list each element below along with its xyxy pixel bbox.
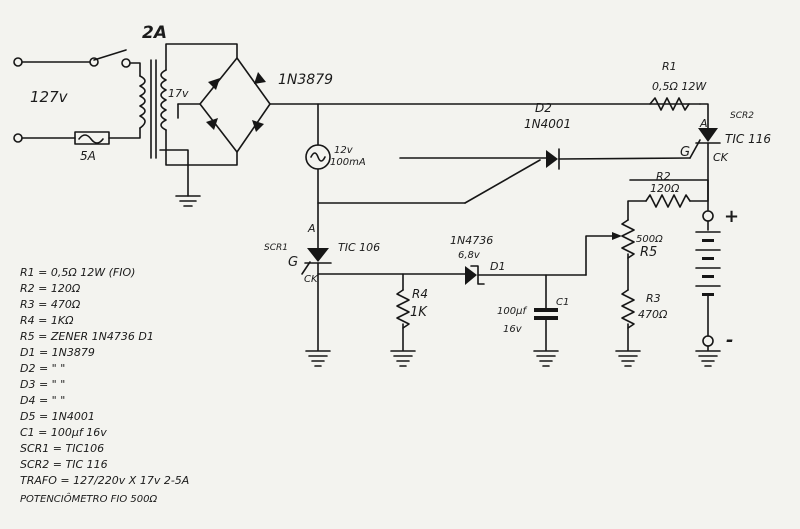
parts-list-item: R1 = 0,5Ω 12W (FIO): [20, 266, 135, 279]
r5-potentiometer: [612, 219, 635, 259]
parts-list-item: SCR1 = TIC106: [20, 442, 104, 455]
scr1-part-label: TIC 106: [338, 241, 380, 254]
parts-list-item: R3 = 470Ω: [20, 298, 81, 311]
battery-minus-label: -: [726, 330, 733, 351]
current-label: 2A: [142, 23, 167, 43]
r2-resistor: [645, 194, 691, 208]
parts-list-item: R4 = 1KΩ: [20, 314, 74, 327]
parts-list-item: D4 = " ": [20, 394, 65, 407]
parts-list-item: R2 = 120Ω: [20, 282, 81, 295]
battery: [695, 210, 721, 351]
parts-list: R1 = 0,5Ω 12W (FIO) R2 = 120Ω R3 = 470Ω …: [20, 266, 189, 505]
zener-d1: [465, 265, 587, 285]
c1-value-label: 100μf: [497, 306, 527, 317]
d2-part-label: 1N4001: [524, 117, 571, 131]
switch-contact: [89, 57, 99, 67]
r4-ref-label: R4: [412, 287, 428, 301]
transformer: [139, 43, 238, 207]
parts-list-item: D3 = " ": [20, 378, 65, 391]
r4-resistor: [396, 289, 410, 329]
d1-ref-label: D1: [490, 260, 505, 273]
switch-lever: [93, 49, 127, 61]
parts-list-item: D1 = 1N3879: [20, 346, 95, 359]
r5-ref-label: R5: [640, 245, 657, 260]
r1-value-label: 0,5Ω 12W: [652, 80, 707, 93]
r3-ref-label: R3: [646, 292, 661, 305]
scr2-name-label: SCR2: [730, 111, 754, 121]
fuse-label: 5A: [80, 149, 96, 163]
ground-symbols: [305, 350, 721, 367]
scr1-thyristor: [301, 248, 332, 351]
lamp: [305, 144, 331, 170]
r2-value-label: 120Ω: [650, 182, 680, 195]
r1-resistor: [649, 97, 690, 111]
parts-list-item: R5 = ZENER 1N4736 D1: [20, 330, 154, 343]
lamp-current-label: 100mA: [330, 157, 366, 168]
r5-value-label: 500Ω: [636, 234, 663, 245]
scr1-cathode-label: CK: [304, 274, 319, 285]
d1-voltage-label: 6,8v: [458, 250, 481, 261]
bridge-rectifier: [177, 57, 701, 153]
scr1-name-label: SCR1: [264, 243, 288, 253]
bridge-part-label: 1N3879: [278, 72, 333, 88]
d2-diode: [399, 148, 691, 170]
scr2-thyristor: [689, 128, 721, 211]
r3-value-label: 470Ω: [638, 308, 668, 321]
r2-ref-label: R2: [656, 170, 671, 183]
parts-list-item: POTENCIÔMETRO FIO 500Ω: [20, 492, 158, 505]
lamp-volts-label: 12v: [334, 145, 354, 156]
parts-list-item: C1 = 100μf 16v: [20, 426, 107, 439]
scr1-gate-label: G: [288, 255, 298, 270]
c1-ref-label: C1: [556, 297, 569, 308]
mains-voltage-label: 127v: [30, 88, 69, 106]
scr2-gate-label: G: [680, 145, 690, 160]
c1-voltage-label: 16v: [503, 324, 523, 335]
parts-list-item: D2 = " ": [20, 362, 65, 375]
parts-list-item: TRAFO = 127/220v X 17v 2-5A: [20, 474, 189, 487]
parts-list-item: D5 = 1N4001: [20, 410, 95, 423]
d1-part-label: 1N4736: [450, 234, 493, 247]
secondary-voltage-label: 17v: [168, 87, 189, 100]
scr1-anode-label: A: [307, 222, 316, 235]
scr2-cathode-label: CK: [713, 151, 729, 164]
mains-input: [13, 49, 141, 145]
parts-list-item: SCR2 = TIC 116: [20, 458, 108, 471]
r3-resistor: [621, 289, 635, 329]
d2-ref-label: D2: [535, 101, 552, 115]
r4-value-label: 1K: [410, 305, 428, 320]
r1-ref-label: R1: [662, 60, 677, 73]
scr2-part-label: TIC 116: [725, 132, 771, 146]
battery-plus-label: +: [724, 206, 739, 227]
c1-capacitor: [534, 308, 558, 320]
scr2-anode-label: A: [699, 117, 708, 130]
